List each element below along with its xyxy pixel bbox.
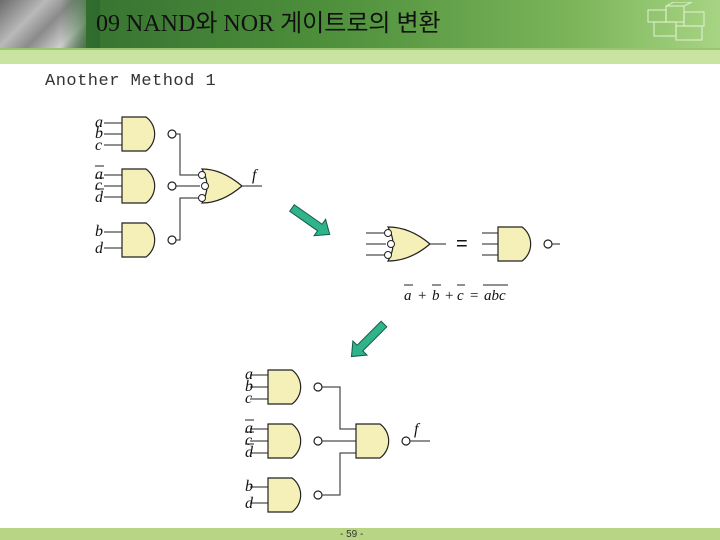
equation-equals: = <box>470 288 478 304</box>
input-label-a-bar: a <box>95 166 103 183</box>
header-image-fade <box>60 0 100 48</box>
nand-gate-final <box>355 423 411 459</box>
nand-gate-2 <box>121 168 177 204</box>
page-number: - 59 - <box>340 529 364 540</box>
input-label-d2: d <box>95 240 104 257</box>
input-label-a4-bar: a <box>245 420 253 437</box>
input-label-b5: b <box>245 478 253 495</box>
nand-gate-1 <box>121 116 177 152</box>
output-label-f2: f <box>414 421 421 438</box>
equation-abc: abc <box>484 288 506 304</box>
header-bar: 09 NAND와 NOR 게이트로의 변환 <box>0 0 720 48</box>
nand-gate-6 <box>267 477 323 513</box>
slide-subtitle: Another Method 1 <box>45 72 217 91</box>
equation-b: b <box>432 288 440 304</box>
arrow-left-down-icon <box>350 320 388 358</box>
nand-gate-5 <box>267 423 323 459</box>
nand-gate-3 <box>121 222 177 258</box>
equation-a: a <box>404 288 412 304</box>
input-label-d5: d <box>245 495 254 512</box>
input-label-b: b <box>95 125 103 142</box>
header-divider <box>0 48 720 50</box>
input-label-a3: a <box>245 366 253 383</box>
input-label-c4-bar: c <box>245 432 252 449</box>
input-label-c3: c <box>245 390 252 407</box>
input-label-d-bar: d <box>95 189 104 206</box>
equation-c: c <box>457 288 464 304</box>
or-gate-inverted-inputs <box>198 168 243 204</box>
input-label-a: a <box>95 114 103 131</box>
equation-plus-1: + <box>418 288 426 304</box>
nand-gate-4 <box>267 369 323 405</box>
output-label-f: f <box>252 167 259 184</box>
slide-title: 09 NAND와 NOR 게이트로의 변환 <box>96 11 441 37</box>
input-label-b3: b <box>245 378 253 395</box>
input-label-c-bar: c <box>95 177 102 194</box>
input-label-c: c <box>95 137 102 154</box>
nand-gate-small <box>497 226 553 262</box>
equivalence: = a + b + c = abc <box>366 226 560 304</box>
input-label-d4-bar: d <box>245 444 254 461</box>
header-building-blocks-icon <box>647 2 705 41</box>
header-accent-stripe <box>0 48 720 64</box>
diagram-original: a b c a c d b d f <box>95 114 262 258</box>
equation-plus-2: + <box>445 288 453 304</box>
footer-bar <box>0 528 720 540</box>
arrow-right-down-icon <box>289 204 331 237</box>
equals-sign: = <box>456 233 468 255</box>
diagram-converted: a b c a c d b d f <box>245 366 430 513</box>
input-label-b2: b <box>95 223 103 240</box>
